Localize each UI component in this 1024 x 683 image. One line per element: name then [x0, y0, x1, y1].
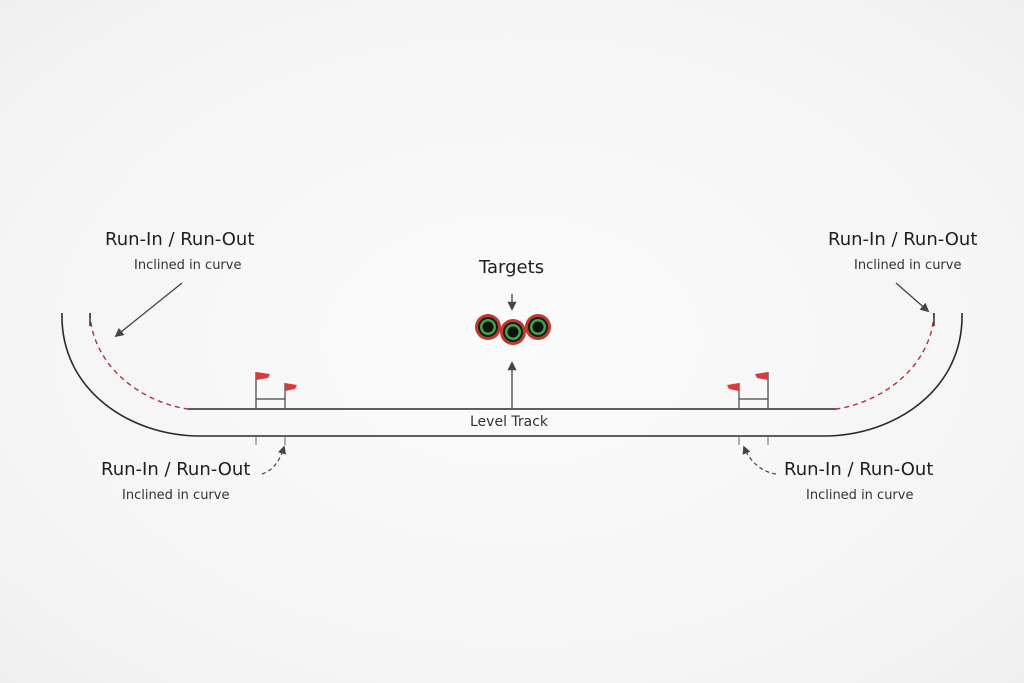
outer-track-boundary	[61, 312, 963, 437]
targets-label: Targets	[479, 257, 545, 278]
top-right-callout-arrow	[895, 282, 930, 313]
right-inner-run-in-curve	[835, 312, 935, 410]
left-gate-flag-tall	[256, 372, 270, 380]
target-right	[525, 314, 551, 340]
top-right-callout-title: Run-In / Run-Out	[828, 229, 978, 250]
bottom-left-callout-arrow	[261, 445, 287, 475]
top-left-callout-subtitle: Inclined in curve	[134, 258, 242, 273]
top-left-callout-title: Run-In / Run-Out	[105, 229, 255, 250]
top-left-callout-arrow	[114, 282, 183, 338]
right-gate-flag-tall	[755, 372, 768, 380]
left-gate-flag-short	[285, 383, 297, 391]
bottom-right-callout-arrow	[742, 445, 777, 475]
left-inner-run-in-curve	[89, 312, 189, 410]
bottom-left-callout-subtitle: Inclined in curve	[122, 488, 230, 503]
bottom-right-callout-subtitle: Inclined in curve	[806, 488, 914, 503]
level-track-label: Level Track	[470, 414, 549, 430]
bottom-left-callout-title: Run-In / Run-Out	[101, 459, 251, 480]
top-right-callout-subtitle: Inclined in curve	[854, 258, 962, 273]
right-flag-gate	[727, 372, 769, 445]
target-center	[500, 319, 526, 345]
targets-group	[475, 314, 551, 345]
left-flag-gate	[255, 372, 297, 445]
bottom-right-callout-title: Run-In / Run-Out	[784, 459, 934, 480]
right-gate-flag-short	[727, 383, 739, 391]
target-left	[475, 314, 501, 340]
